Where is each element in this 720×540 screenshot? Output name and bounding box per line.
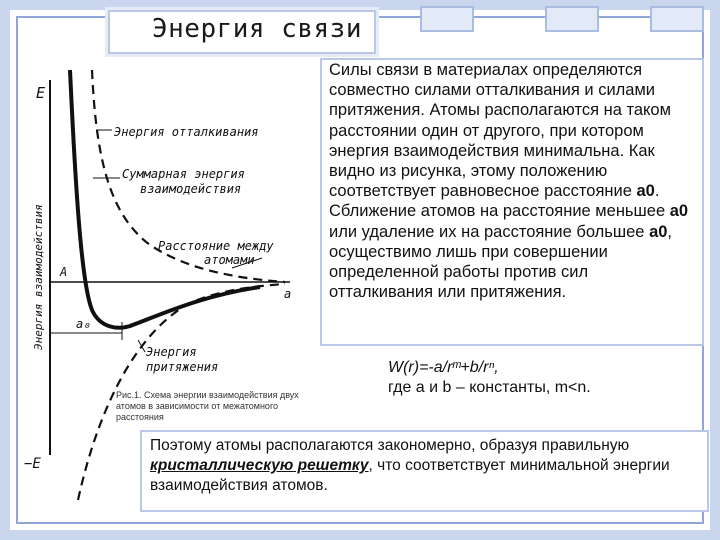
axis-x-label: a (284, 287, 291, 301)
main-text-part: . Сближение атомов на расстояние меньшее (329, 182, 670, 221)
a0-term: а0 (649, 222, 668, 241)
a0-term: а0 (669, 202, 689, 221)
repulsion-label: Энергия отталкивания (114, 125, 259, 139)
repulsion-curve (90, 69, 286, 284)
point-a-label: A (59, 265, 67, 279)
axis-top-label: E (36, 84, 45, 102)
total-energy-label: Суммарная энергия (122, 167, 245, 181)
axis-bottom-label: −E (24, 456, 41, 472)
a0-label: a₀ (76, 317, 90, 331)
main-text-part: или удаление их на расстояние большее (329, 222, 650, 241)
distance-label: Расстояние между (158, 239, 274, 253)
title-box (108, 10, 376, 54)
conclusion-text: , что соответствует минимальной энергии … (150, 457, 670, 494)
formula-equation: W(r)=-a/rᵐ+b/rⁿ, (388, 359, 499, 376)
attraction-label: Энергия (146, 345, 197, 359)
total-energy-curve (68, 69, 261, 330)
conclusion-paragraph: Поэтому атомы располагаются закономерно,… (150, 436, 710, 496)
frame-tab (420, 6, 474, 32)
distance-label: атомами (204, 253, 255, 267)
slide-title: Энергия связи (152, 14, 362, 44)
leader-line (137, 339, 146, 353)
conclusion-text: Поэтому атомы располагаются закономерно,… (150, 437, 630, 454)
main-text-part: , осуществимо лишь при совершении опреде… (329, 222, 673, 302)
frame-tab (650, 6, 704, 32)
bottom-panel (140, 430, 709, 512)
total-energy-label: взаимодействия (140, 182, 241, 196)
main-paragraph: Силы связи в материалах определяются сов… (329, 60, 691, 302)
a0-term: а0 (636, 182, 655, 201)
text-panel (320, 58, 704, 346)
leader-line (231, 257, 263, 269)
formula-note: где a и b – константы, m<n. (388, 379, 591, 396)
axis-y-label: Энергия взаимодействия (32, 204, 45, 350)
crystal-lattice-term: кристаллическую решетку (150, 457, 369, 474)
formula-block: W(r)=-a/rᵐ+b/rⁿ, где a и b – константы, … (388, 358, 688, 398)
figure-caption: Рис.1. Схема энергии взаимодействия двух… (116, 390, 299, 422)
frame-tab (545, 6, 599, 32)
attraction-curve (76, 282, 286, 501)
main-text-part: Силы связи в материалах определяются сов… (329, 61, 671, 201)
attraction-label: притяжения (146, 360, 218, 374)
